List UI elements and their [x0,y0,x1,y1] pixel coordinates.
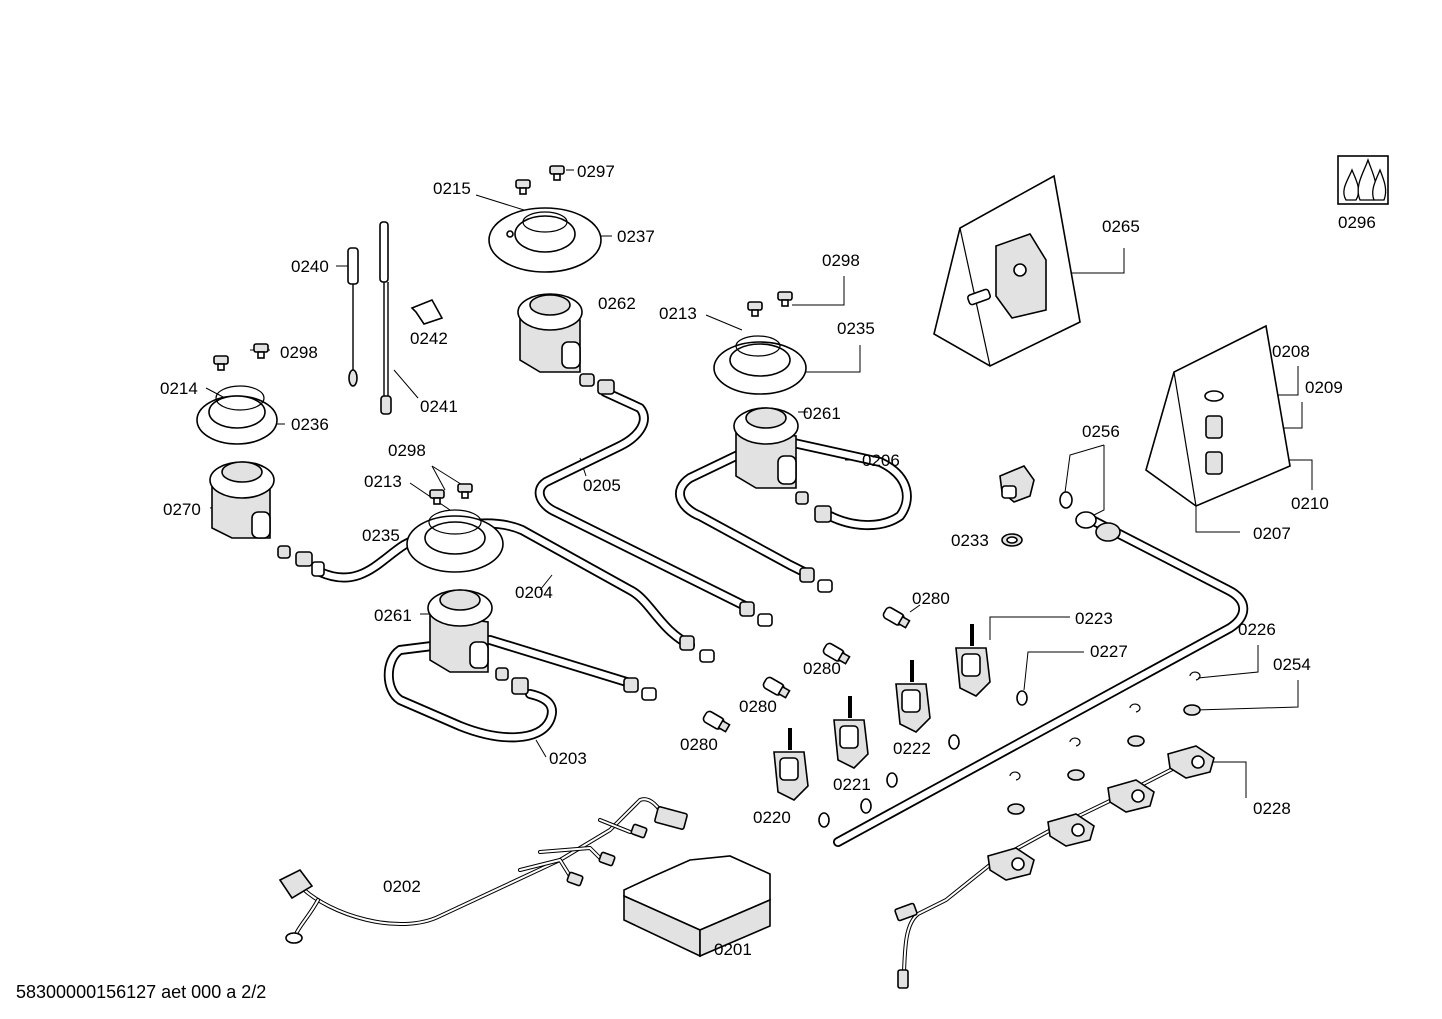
screws [213,165,793,505]
elbow-fitting [999,465,1035,503]
label-0226: 0226 [1238,620,1276,639]
label-0207: 0207 [1253,524,1291,543]
label-0298: 0298 [388,441,426,460]
label-0237: 0237 [617,227,655,246]
document-footer: 58300000156127 aet 000 a 2/2 [16,982,266,1002]
label-0223: 0223 [1075,609,1113,628]
gas-valves [773,624,991,801]
wiring-harness [278,797,688,944]
label-0265: 0265 [1102,217,1140,236]
label-0203: 0203 [549,749,587,768]
label-0205: 0205 [583,476,621,495]
label-0210: 0210 [1291,494,1329,513]
label-0235: 0235 [837,319,875,338]
label-0296: 0296 [1338,213,1376,232]
label-0228: 0228 [1253,799,1291,818]
label-0240: 0240 [291,257,329,276]
label-0204: 0204 [515,583,553,602]
part-labels: 0215 0297 0237 0240 0262 0242 0298 0214 … [160,162,1376,959]
ignition-switch-harness [894,745,1215,989]
label-0222: 0222 [893,739,931,758]
label-0214: 0214 [160,379,198,398]
label-0280: 0280 [739,697,777,716]
label-0280: 0280 [680,735,718,754]
label-0261: 0261 [803,404,841,423]
label-0256: 0256 [1082,422,1120,441]
label-0262: 0262 [598,294,636,313]
label-0298: 0298 [822,251,860,270]
label-0202: 0202 [383,877,421,896]
label-0221: 0221 [833,775,871,794]
label-0297: 0297 [577,162,615,181]
label-0280: 0280 [803,659,841,678]
kit-bag-0207 [1145,324,1291,507]
label-0236: 0236 [291,415,329,434]
spark-generator [623,855,771,958]
label-0213: 0213 [364,472,402,491]
burner-flame-icon [1337,155,1389,205]
injectors [702,606,911,733]
label-0235: 0235 [362,526,400,545]
kit-bag-0265 [933,174,1081,367]
label-0201: 0201 [714,940,752,959]
clips-rings [1007,671,1201,815]
label-0298: 0298 [280,343,318,362]
label-0213: 0213 [659,304,697,323]
label-0233: 0233 [951,531,989,550]
thermocouple [347,221,444,415]
label-0227: 0227 [1090,642,1128,661]
label-0241: 0241 [420,397,458,416]
burner-bodies [209,293,799,673]
label-0220: 0220 [753,808,791,827]
label-0261: 0261 [374,606,412,625]
label-0209: 0209 [1305,378,1343,397]
label-0206: 0206 [862,451,900,470]
label-0215: 0215 [433,179,471,198]
pipe-fittings [277,373,1121,701]
burner-caps [196,207,807,573]
label-0254: 0254 [1273,655,1311,674]
label-0208: 0208 [1272,342,1310,361]
seals [818,491,1073,828]
label-0242: 0242 [410,329,448,348]
label-0270: 0270 [163,500,201,519]
label-0280: 0280 [912,589,950,608]
